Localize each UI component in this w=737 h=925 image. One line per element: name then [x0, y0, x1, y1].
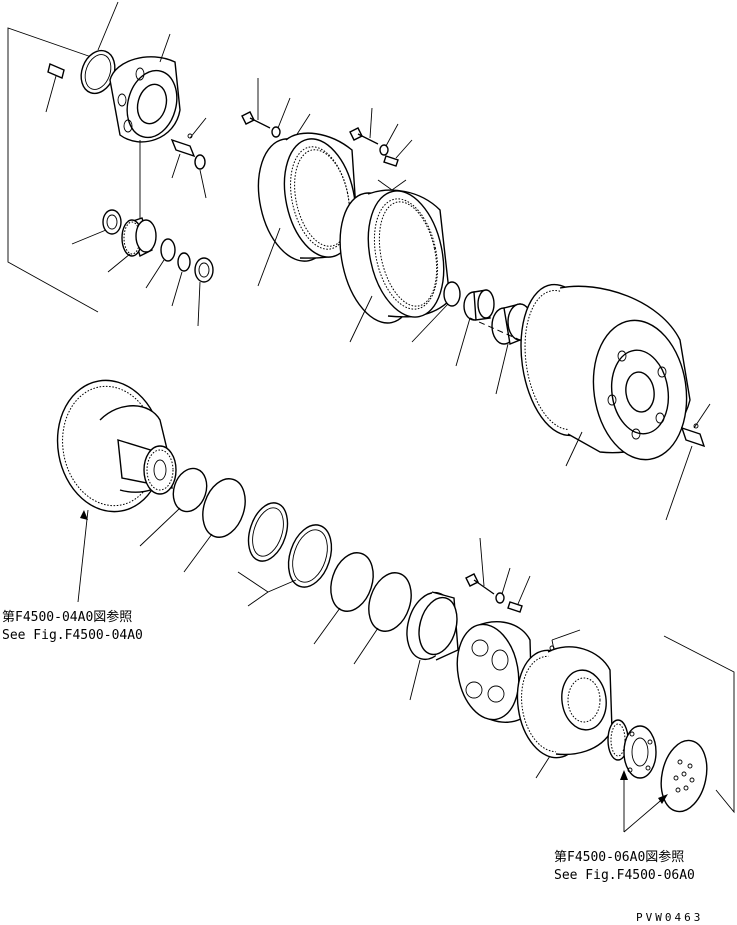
lock-plate-2 — [383, 155, 399, 167]
bearing-mid — [455, 289, 495, 367]
disc-2 — [202, 478, 246, 538]
snap-ring-mid — [443, 281, 461, 307]
bearing-bottom — [607, 719, 657, 779]
floating-seal — [406, 591, 459, 701]
disc-4 — [368, 572, 412, 632]
disc-3 — [330, 552, 374, 612]
group-bracket-bottom-right — [663, 635, 735, 814]
planet-gear — [107, 217, 157, 273]
bearing-left — [102, 209, 122, 235]
ring-gear-2 — [339, 189, 451, 343]
washer-top-2 — [379, 144, 389, 156]
planet-shaft — [170, 117, 207, 179]
lock-plate-mid — [507, 601, 523, 613]
pin-small — [45, 63, 65, 113]
carrier-group — [7, 1, 214, 327]
group-bracket-top-left — [7, 27, 101, 313]
clip — [194, 154, 206, 170]
bolt-mid — [465, 537, 495, 595]
planet-carrier — [109, 33, 181, 222]
hub-pin — [665, 403, 711, 521]
disc-1 — [172, 467, 208, 513]
ring-small — [177, 252, 191, 272]
thrust-washer — [160, 238, 176, 262]
wheel-hub — [469, 283, 691, 467]
ref-fig-06a0-jp: 第F4500-06A0図参照 — [554, 849, 684, 865]
bolt-top-1 — [241, 78, 271, 129]
bolt-top-2 — [349, 107, 379, 145]
seal-ring-1 — [247, 502, 289, 562]
seal-ring-2 — [287, 524, 333, 588]
ring-gear-group — [241, 78, 533, 395]
washer-top-1 — [271, 126, 281, 138]
ring-gear-1 — [257, 132, 359, 287]
ref-fig-04a0-jp: 第F4500-04A0図参照 — [2, 609, 132, 625]
bearing-right — [194, 257, 214, 283]
ref-fig-04a0-en: See Fig.F4500-04A0 — [2, 628, 143, 643]
washer-mid — [495, 592, 505, 604]
spindle-drum — [56, 379, 177, 603]
cover-plate — [660, 739, 708, 813]
leader-fig-06a0 — [620, 770, 668, 833]
spacer-discs — [139, 467, 412, 665]
drawing-code: PVW0463 — [636, 911, 703, 924]
ref-fig-06a0-en: See Fig.F4500-06A0 — [554, 868, 695, 883]
housing-lower — [516, 629, 613, 779]
